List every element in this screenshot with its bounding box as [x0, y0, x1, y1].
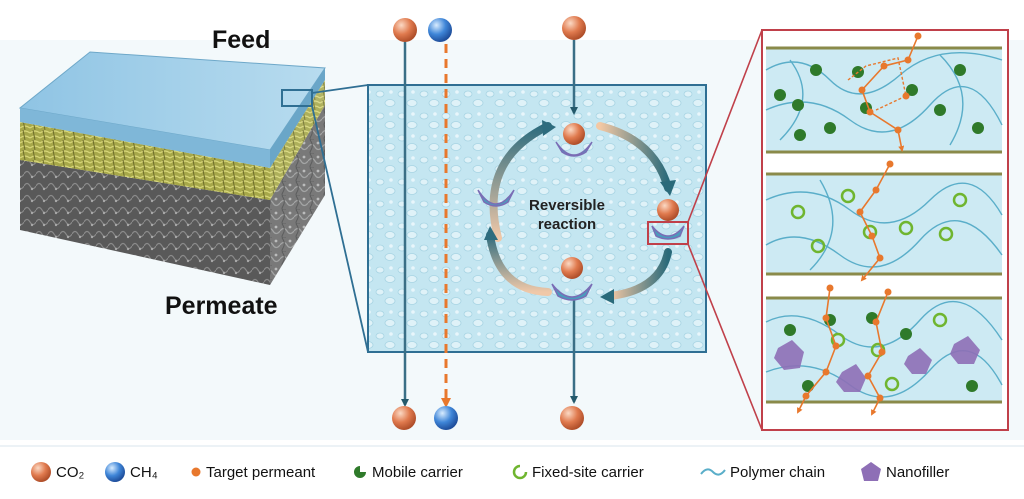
- transport-panel: [761, 29, 1009, 431]
- legend-item-ch4: CH₄: [104, 452, 158, 492]
- zoom-line-red-top: [687, 29, 763, 223]
- zoom-line-top: [311, 84, 369, 94]
- target-permeant-icon: [191, 467, 201, 477]
- nanofiller-subpanel: [765, 284, 1003, 416]
- co2-molecule-icon: [31, 462, 51, 482]
- cycle-arc-left-top: [489, 122, 552, 242]
- cycle-arrowhead-4: [484, 226, 498, 240]
- cycle-arc-right-bottom: [606, 248, 672, 300]
- carrier-top: [555, 123, 593, 157]
- carrier-right: [647, 199, 689, 245]
- feed-label: Feed: [212, 26, 271, 54]
- legend-item-polymer-chain: Polymer chain: [700, 452, 825, 492]
- mobile-carrier-subpanel: [765, 32, 1003, 154]
- selective-layer-side: [270, 80, 325, 200]
- legend-label-target-permeant: Target permeant: [206, 463, 316, 481]
- polymer-chain-icon: [700, 468, 726, 476]
- legend-label-ch4: CH₄: [130, 463, 158, 481]
- zoom-line-red-bottom: [687, 243, 763, 431]
- legend-item-fixed-site-carrier: Fixed-site carrier: [512, 452, 644, 492]
- zoom-line-bottom: [311, 105, 369, 353]
- legend: CO₂ CH₄ Target permeant Mobile carrier F…: [0, 452, 1024, 492]
- co2-molecule-permeate-2: [560, 406, 584, 430]
- carrier-left: [477, 189, 515, 207]
- reversible-reaction-label: Reversible reaction: [512, 196, 622, 234]
- ch4-molecule-icon: [105, 462, 125, 482]
- fixed-site-carrier-icon: [512, 464, 528, 480]
- reaction-label-line1: Reversible: [529, 197, 605, 214]
- legend-label-co2: CO₂: [56, 463, 85, 481]
- cycle-arrowhead-1: [542, 120, 556, 136]
- membrane-block: [18, 51, 326, 285]
- carrier-bottom: [551, 257, 593, 301]
- reaction-label-line2: reaction: [537, 216, 597, 233]
- legend-label-fixed-site-carrier: Fixed-site carrier: [532, 463, 644, 481]
- co2-molecule-feed-2: [562, 16, 586, 40]
- legend-item-target-permeant: Target permeant: [190, 452, 315, 492]
- co2-molecule-feed-1: [393, 18, 417, 42]
- mobile-carrier-icon: [354, 466, 366, 478]
- reaction-panel: [367, 16, 707, 430]
- nanofiller-icon: [861, 462, 881, 481]
- membrane-side-face: [270, 105, 325, 285]
- legend-label-mobile-carrier: Mobile carrier: [372, 463, 463, 481]
- legend-item-mobile-carrier: Mobile carrier: [352, 452, 463, 492]
- legend-item-co2: CO₂: [30, 452, 84, 492]
- cycle-arrowhead-3: [600, 289, 614, 304]
- co2-molecule-permeate-1: [392, 406, 416, 430]
- top-surface-edge: [20, 108, 270, 168]
- ch4-molecule-permeate: [434, 406, 458, 430]
- fixed-site-carrier-subpanel: [765, 160, 1003, 282]
- legend-item-nanofiller: Nanofiller: [860, 452, 949, 492]
- legend-label-nanofiller: Nanofiller: [886, 463, 950, 481]
- cycle-arrowhead-2: [660, 180, 676, 196]
- membrane-front-face: [20, 160, 270, 285]
- selective-layer-front: [20, 122, 270, 200]
- zoom-region-1: [281, 89, 313, 107]
- legend-label-polymer-chain: Polymer chain: [730, 463, 826, 481]
- permeate-label: Permeate: [165, 292, 278, 320]
- cycle-arc-left-bottom: [486, 231, 552, 296]
- ch4-molecule-feed: [428, 18, 452, 42]
- cycle-arc-right-top: [596, 122, 672, 192]
